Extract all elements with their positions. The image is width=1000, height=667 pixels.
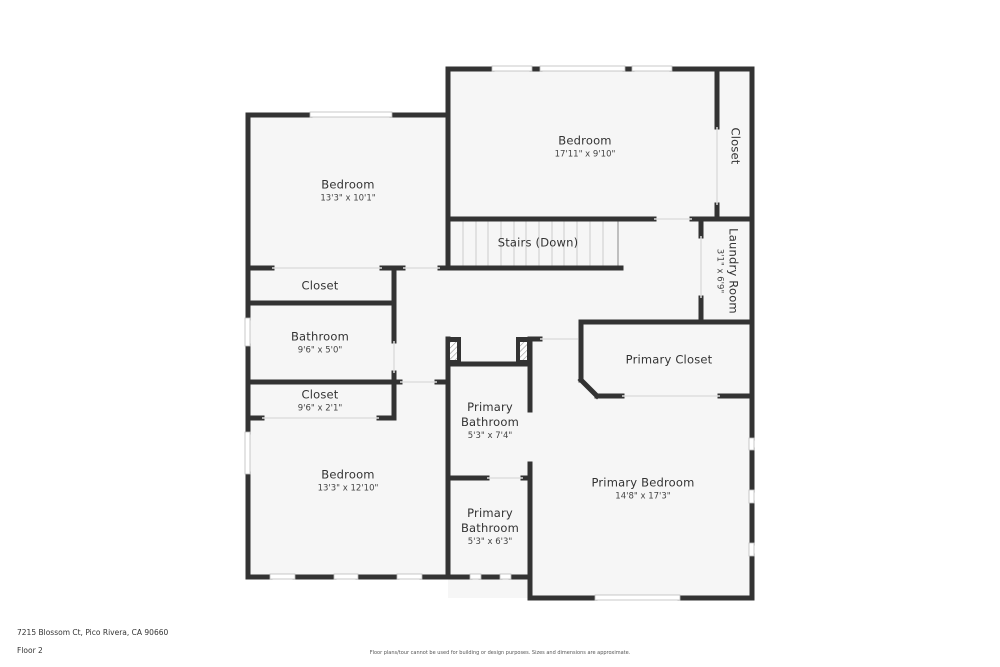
room-dimensions: 14'8" x 17'3" [615,491,671,502]
room-name: Primary Bedroom [591,475,695,490]
pillars [446,337,531,364]
room-name: Stairs (Down) [497,235,579,250]
room-name: Bedroom [321,177,375,192]
room-dimensions: 17'11" x 9'10" [554,149,616,160]
room-label-primary-closet: Primary Closet [626,353,713,368]
room-dimensions: 13'3" x 10'1" [320,193,376,204]
room-name: Bathroom [290,329,350,344]
room-name: Closet [728,127,743,165]
room-name: Bedroom [558,133,612,148]
windows [244,65,755,601]
room-label-bathroom: Bathroom 9'6" x 5'0" [291,330,349,357]
walls [245,66,755,601]
room-name-line-1: Primary [467,506,513,520]
room-label-primary-bath-2: Primary Bathroom 5'3" x 6'3" [461,506,519,548]
room-label-bedroom-sw: Bedroom 13'3" x 12'10" [318,468,379,495]
room-dimensions: 9'6" x 5'0" [297,345,343,356]
room-label-primary-bedroom: Primary Bedroom 14'8" x 17'3" [591,476,694,503]
room-dimensions: 13'3" x 12'10" [317,483,379,494]
room-name: Primary Closet [625,352,713,367]
room-label-bedroom-north: Bedroom 17'11" x 9'10" [555,134,616,161]
disclaimer: Floor plans/tour cannot be used for buil… [369,650,631,656]
room-dimensions: 9'6" x 2'1" [297,403,343,414]
floor-label: Floor 2 [17,646,43,655]
room-label-closet-w2: Closet 9'6" x 2'1" [298,388,343,415]
room-dimensions: 3'1" x 6'9" [714,248,725,294]
floor-area [248,69,752,598]
room-label-primary-bath-1: Primary Bathroom 5'3" x 7'4" [461,400,519,442]
room-label-stairs: Stairs (Down) [498,236,579,251]
property-address: 7215 Blossom Ct, Pico Rivera, CA 90660 [17,628,169,637]
room-dimensions: 5'3" x 6'3" [467,537,513,547]
room-label-bedroom-nw: Bedroom 13'3" x 10'1" [320,178,375,205]
room-label-closet-w1: Closet [301,279,338,294]
room-label-closet-ne: Closet [728,127,743,164]
room-dimensions: 5'3" x 7'4" [467,431,513,441]
room-label-laundry: Laundry Room 3'1" x 6'9" [714,228,741,314]
room-name: Closet [301,278,339,293]
door-openings [262,127,720,479]
room-name-line-2: Bathroom [460,415,520,429]
room-name-line-2: Bathroom [460,521,520,535]
stairs-treads [462,221,619,267]
room-name-line-1: Primary [467,400,513,414]
room-name: Closet [301,387,339,402]
room-name: Laundry Room [726,228,741,314]
room-name: Bedroom [321,467,375,482]
